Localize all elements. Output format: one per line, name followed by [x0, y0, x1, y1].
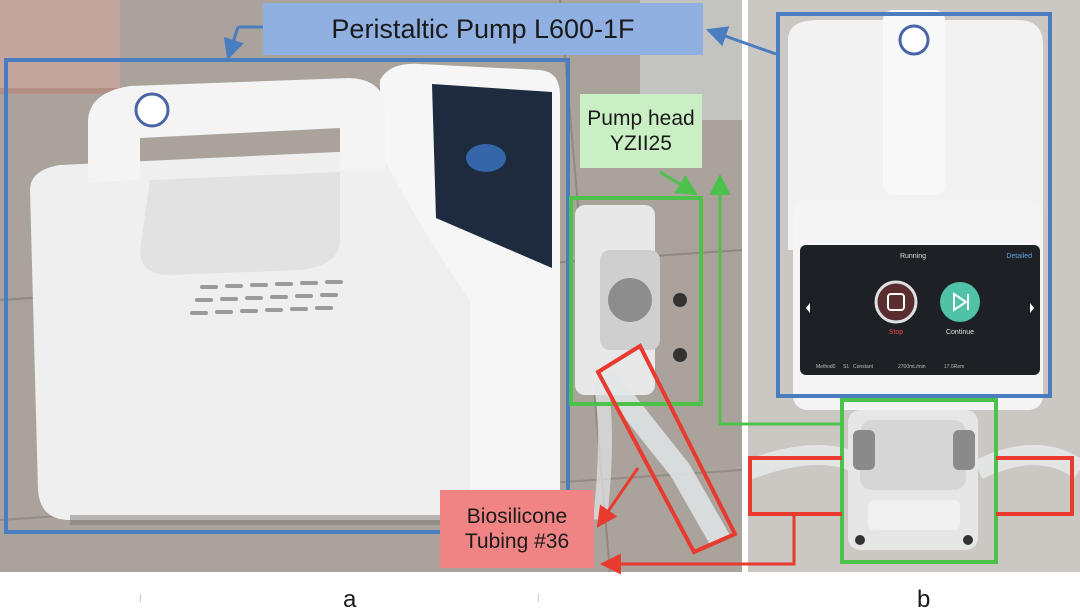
status-method: Method0	[816, 364, 836, 370]
status-s: S1	[843, 364, 849, 370]
chevron-left-icon[interactable]	[806, 303, 810, 313]
tubing-arrow-a	[596, 467, 640, 528]
photo-pump-top-illustration: Running Detailed Stop Continue Method0 S…	[748, 0, 1080, 572]
callout-pump: Peristaltic Pump L600-1F	[263, 3, 703, 55]
status-volume: 17.6Rem	[944, 364, 964, 370]
status-mode: Constant	[853, 364, 874, 370]
stop-icon[interactable]	[874, 280, 918, 324]
screen-title: Running	[900, 253, 926, 260]
panel-label-a: a	[343, 586, 357, 613]
callout-pump-head: Pump head YZII25	[580, 94, 702, 168]
pump-outline-a	[4, 58, 570, 534]
pump-arrow-a	[223, 26, 244, 60]
chevron-right-icon[interactable]	[1030, 303, 1034, 313]
screen-mode: Detailed	[1006, 253, 1032, 260]
callout-tubing: Biosilicone Tubing #36	[440, 490, 594, 568]
pump-arrow-b	[706, 26, 777, 56]
tubing-arrow-b	[599, 514, 796, 575]
photo-pump-top: Running Detailed Stop Continue Method0 S…	[748, 0, 1080, 572]
pump-outline-b	[776, 12, 1052, 398]
callout-pump-text: Peristaltic Pump L600-1F	[331, 13, 635, 44]
panel-label-b: b	[917, 586, 931, 613]
tubing-outline-b-right	[996, 456, 1074, 516]
continue-label: Continue	[946, 329, 974, 336]
pump-head-arrow-b	[709, 173, 842, 426]
callout-tubing-text: Biosilicone Tubing #36	[464, 504, 570, 553]
tick-mark	[538, 594, 539, 602]
tubing-outline-b-left	[748, 456, 842, 516]
status-flow: 2700mL/min	[898, 364, 926, 370]
pump-head-outline-a	[569, 196, 703, 406]
pump-head-outline-b	[840, 398, 998, 564]
pump-head-arrow-a	[659, 170, 698, 196]
tick-mark	[140, 594, 141, 602]
callout-pump-head-text: Pump head YZII25	[587, 106, 695, 155]
tubing-outline-a	[595, 343, 738, 555]
continue-icon[interactable]	[940, 282, 980, 322]
stop-label: Stop	[889, 329, 904, 336]
